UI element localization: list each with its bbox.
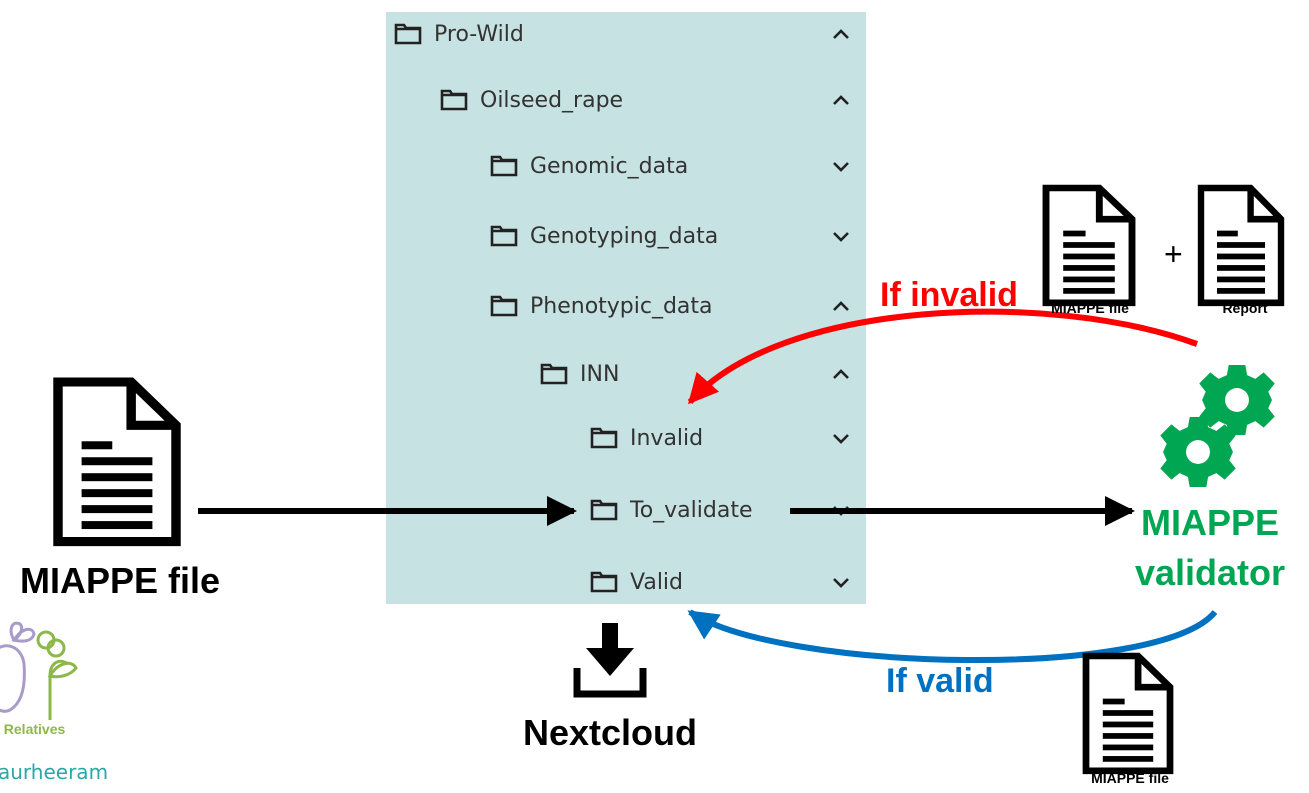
tree-item-genotyping-data[interactable]: Genotyping_data — [490, 216, 718, 256]
folder-icon — [394, 23, 434, 45]
report-caption: Report — [1222, 300, 1268, 316]
chevron-up-icon[interactable] — [828, 26, 854, 42]
miappe-file-label: MIAPPE file — [19, 560, 221, 601]
logo-text: l Relatives — [0, 721, 66, 737]
crop-wild-relatives-logo — [0, 621, 78, 720]
invalid-return-arrow — [687, 308, 1199, 405]
tree-item-label: Phenotypic_data — [530, 293, 713, 319]
tree-item-inn[interactable]: INN — [540, 354, 619, 394]
report-document-icon — [1201, 188, 1281, 303]
miappe-file-document-icon — [58, 382, 176, 542]
chevron-up-icon[interactable] — [828, 298, 854, 314]
download-icon — [573, 623, 647, 698]
plus-sign: + — [1164, 236, 1183, 272]
tree-item-label: INN — [580, 361, 620, 387]
valid-miappe-file-icon — [1086, 656, 1170, 771]
chevron-down-icon[interactable] — [828, 158, 854, 174]
tree-item-invalid[interactable]: Invalid — [590, 418, 703, 458]
chevron-down-icon[interactable] — [828, 430, 854, 446]
tree-item-label: Genomic_data — [530, 153, 689, 179]
chevron-down-icon[interactable] — [828, 228, 854, 244]
tree-item-genomic-data[interactable]: Genomic_data — [490, 146, 688, 186]
folder-icon — [440, 89, 480, 111]
logo-subtext: aurheeram — [0, 760, 109, 784]
if-valid-label: If valid — [886, 662, 994, 700]
tree-item-phenotypic-data[interactable]: Phenotypic_data — [490, 286, 713, 326]
gear-icon — [1199, 365, 1275, 435]
nextcloud-label: Nextcloud — [522, 712, 698, 753]
chevron-down-icon[interactable] — [828, 574, 854, 590]
valid-return-arrow — [687, 609, 1218, 663]
tree-item-label: Valid — [630, 569, 684, 595]
if-invalid-label: If invalid — [880, 276, 1018, 314]
folder-icon — [490, 295, 530, 317]
tree-item-label: Genotyping_data — [530, 223, 719, 249]
chevron-up-icon[interactable] — [828, 366, 854, 382]
chevron-up-icon[interactable] — [828, 92, 854, 108]
folder-tree-panel — [386, 12, 866, 604]
invalid-file-caption: MIAPPE file — [1051, 300, 1129, 316]
tree-item-valid[interactable]: Valid — [590, 562, 683, 602]
folder-icon — [540, 363, 580, 385]
tree-item-pro-wild[interactable]: Pro-Wild — [394, 14, 524, 54]
valid-file-caption: MIAPPE file — [1091, 770, 1169, 786]
invalid-miappe-file-icon — [1046, 188, 1132, 303]
folder-icon — [490, 155, 530, 177]
tree-item-label: Pro-Wild — [434, 21, 524, 47]
validator-label-line2: validator — [1134, 552, 1286, 593]
folder-icon — [590, 427, 630, 449]
folder-icon — [590, 499, 630, 521]
tree-item-oilseed-rape[interactable]: Oilseed_rape — [440, 80, 623, 120]
tree-item-to-validate[interactable]: To_validate — [590, 490, 753, 530]
validator-label-line1: MIAPPE — [1140, 502, 1280, 543]
tree-item-label: Oilseed_rape — [480, 87, 624, 113]
tree-item-label: To_validate — [630, 497, 753, 523]
gear-icon — [1160, 417, 1236, 487]
folder-icon — [590, 571, 630, 593]
tree-item-label: Invalid — [630, 425, 704, 451]
folder-icon — [490, 225, 530, 247]
